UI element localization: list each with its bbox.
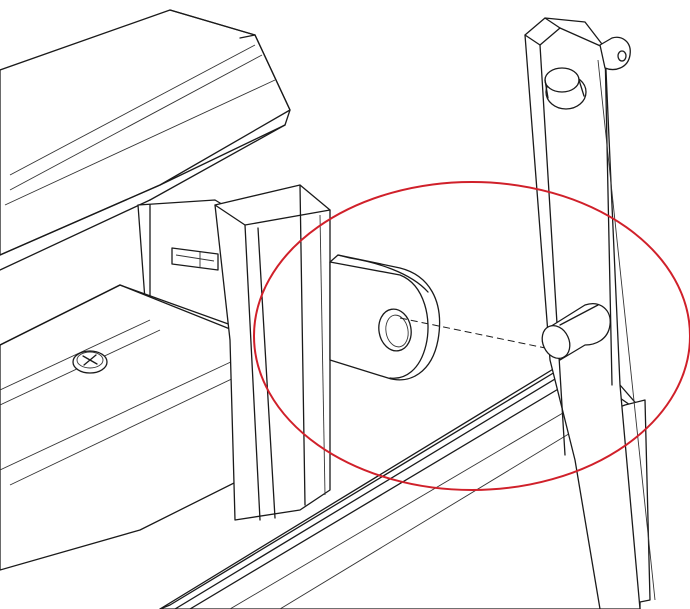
dashed-alignment-line [399,317,556,351]
mounting-tab-with-hole [329,254,441,381]
phillips-screw-icon [72,350,108,374]
highlight-circle [253,181,690,491]
arm-boss [544,67,587,110]
vertical-post [214,184,331,521]
eyelet [599,36,631,71]
upper-left-panel [0,9,291,271]
left-beam [0,284,263,571]
pivot-pin [541,303,611,361]
